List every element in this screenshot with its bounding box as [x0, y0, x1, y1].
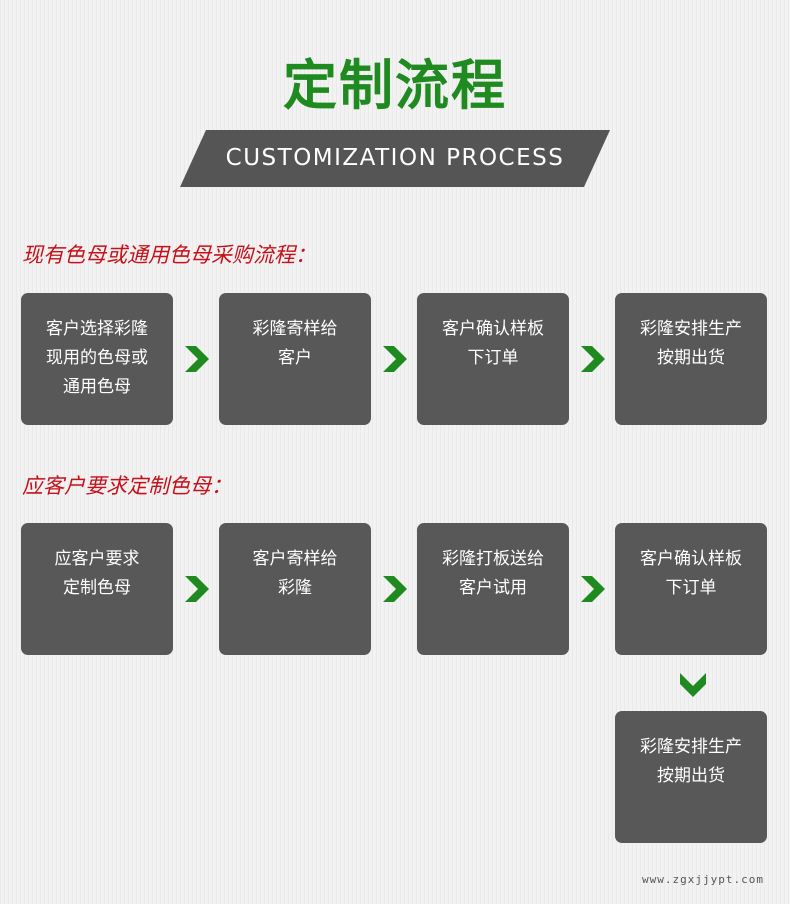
- section2-heading: 应客户要求定制色母：: [22, 474, 232, 498]
- chevron-right-icon: [185, 576, 209, 602]
- step-line: 客户: [278, 348, 312, 368]
- step-line: 下订单: [467, 348, 519, 368]
- step-line: 按期出货: [657, 766, 725, 786]
- chevron-right-icon: [581, 576, 605, 602]
- step-line: 应客户要求: [54, 549, 140, 569]
- subtitle-banner: CUSTOMIZATION PROCESS: [180, 130, 610, 187]
- section1-step-3: 客户确认样板 下订单: [417, 293, 569, 425]
- page-title: 定制流程: [283, 53, 507, 117]
- section2-step-4: 客户确认样板 下订单: [615, 523, 767, 655]
- step-line: 按期出货: [657, 348, 725, 368]
- chevron-right-icon: [185, 346, 209, 372]
- step-line: 彩隆打板送给: [442, 549, 544, 569]
- section2-step-2: 客户寄样给 彩隆: [219, 523, 371, 655]
- step-line: 客户试用: [459, 578, 527, 598]
- chevron-right-icon: [383, 576, 407, 602]
- section2-step-5: 彩隆安排生产 按期出货: [615, 711, 767, 843]
- step-line: 客户寄样给: [252, 549, 338, 569]
- section1-heading: 现有色母或通用色母采购流程：: [22, 243, 316, 267]
- step-line: 定制色母: [63, 578, 131, 598]
- section2-step-3: 彩隆打板送给 客户试用: [417, 523, 569, 655]
- step-line: 彩隆安排生产: [640, 319, 742, 339]
- step-line: 通用色母: [63, 377, 131, 397]
- watermark: www.zgxjjypt.com: [642, 873, 764, 886]
- step-line: 彩隆寄样给: [252, 319, 338, 339]
- section1-step-4: 彩隆安排生产 按期出货: [615, 293, 767, 425]
- step-line: 客户选择彩隆: [46, 319, 148, 339]
- chevron-down-icon: [680, 673, 706, 697]
- step-line: 现用的色母或: [46, 348, 148, 368]
- step-line: 客户确认样板: [442, 319, 544, 339]
- section2-step-1: 应客户要求 定制色母: [21, 523, 173, 655]
- step-line: 下订单: [665, 578, 717, 598]
- section1-step-1: 客户选择彩隆 现用的色母或 通用色母: [21, 293, 173, 425]
- chevron-right-icon: [383, 346, 407, 372]
- section1-step-2: 彩隆寄样给 客户: [219, 293, 371, 425]
- chevron-right-icon: [581, 346, 605, 372]
- step-line: 客户确认样板: [640, 549, 742, 569]
- step-line: 彩隆安排生产: [640, 737, 742, 757]
- step-line: 彩隆: [278, 578, 312, 598]
